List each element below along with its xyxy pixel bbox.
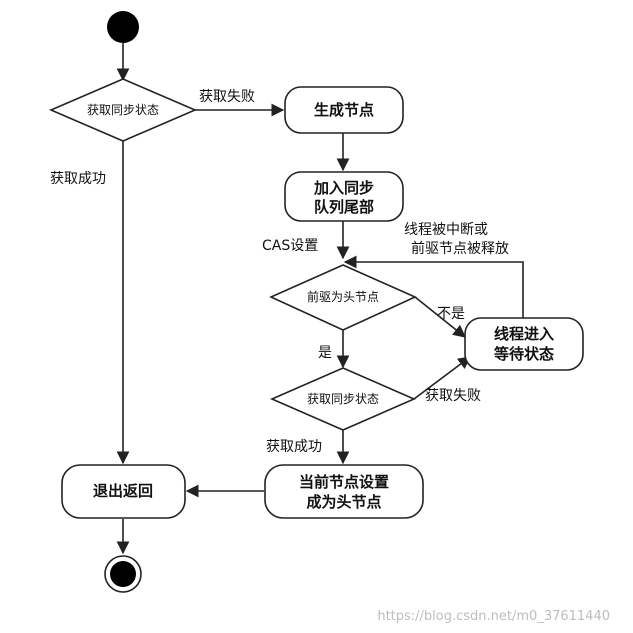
- node-set-head-line-2: 成为头节点: [306, 493, 381, 511]
- node-join-queue-line-1: 加入同步: [313, 179, 374, 197]
- edge-label-fail-1: 获取失败: [199, 89, 255, 105]
- decision-acquire-state-1: 获取同步状态: [48, 78, 198, 142]
- watermark-text: https://blog.csdn.net/m0_37611440: [377, 609, 610, 624]
- node-thread-wait-line-1: 线程进入: [494, 325, 554, 343]
- edge-label-not-head: 不是: [437, 306, 465, 322]
- node-thread-wait: 线程进入 等待状态: [464, 317, 584, 371]
- node-thread-wait-line-2: 等待状态: [494, 345, 554, 363]
- edge-label-interrupted-line-2: 前驱节点被释放: [411, 240, 509, 257]
- end-node: [104, 555, 142, 593]
- decision-acquire-state-2: 获取同步状态: [270, 367, 416, 431]
- edge-not-head: [414, 296, 466, 338]
- node-generate: 生成节点: [284, 86, 404, 134]
- node-join-queue: 加入同步 队列尾部: [284, 171, 404, 222]
- node-join-queue-line-2: 队列尾部: [314, 198, 374, 216]
- edge-interrupted: [343, 255, 524, 318]
- decision-acquire-state-2-label: 获取同步状态: [307, 392, 379, 406]
- edge-label-success-1: 获取成功: [50, 171, 106, 187]
- decision-acquire-state-1-label: 获取同步状态: [87, 103, 159, 117]
- edge-label-cas-set: CAS设置: [262, 238, 318, 254]
- edge-fail-2: [413, 356, 472, 400]
- node-set-head: 当前节点设置 成为头节点: [264, 464, 424, 519]
- node-exit-return-label: 退出返回: [93, 482, 153, 500]
- node-generate-label: 生成节点: [314, 101, 374, 119]
- start-node: [107, 11, 139, 43]
- edge-label-interrupted-line-1: 线程被中断或: [404, 222, 488, 238]
- edge-label-fail-2: 获取失败: [425, 388, 481, 404]
- decision-prev-is-head: 前驱为头节点: [269, 264, 417, 331]
- decision-prev-is-head-label: 前驱为头节点: [307, 289, 379, 304]
- node-set-head-line-1: 当前节点设置: [299, 473, 389, 491]
- edge-label-success-2: 获取成功: [266, 439, 322, 455]
- node-exit-return: 退出返回: [61, 464, 186, 519]
- edge-label-yes-head: 是: [318, 345, 332, 361]
